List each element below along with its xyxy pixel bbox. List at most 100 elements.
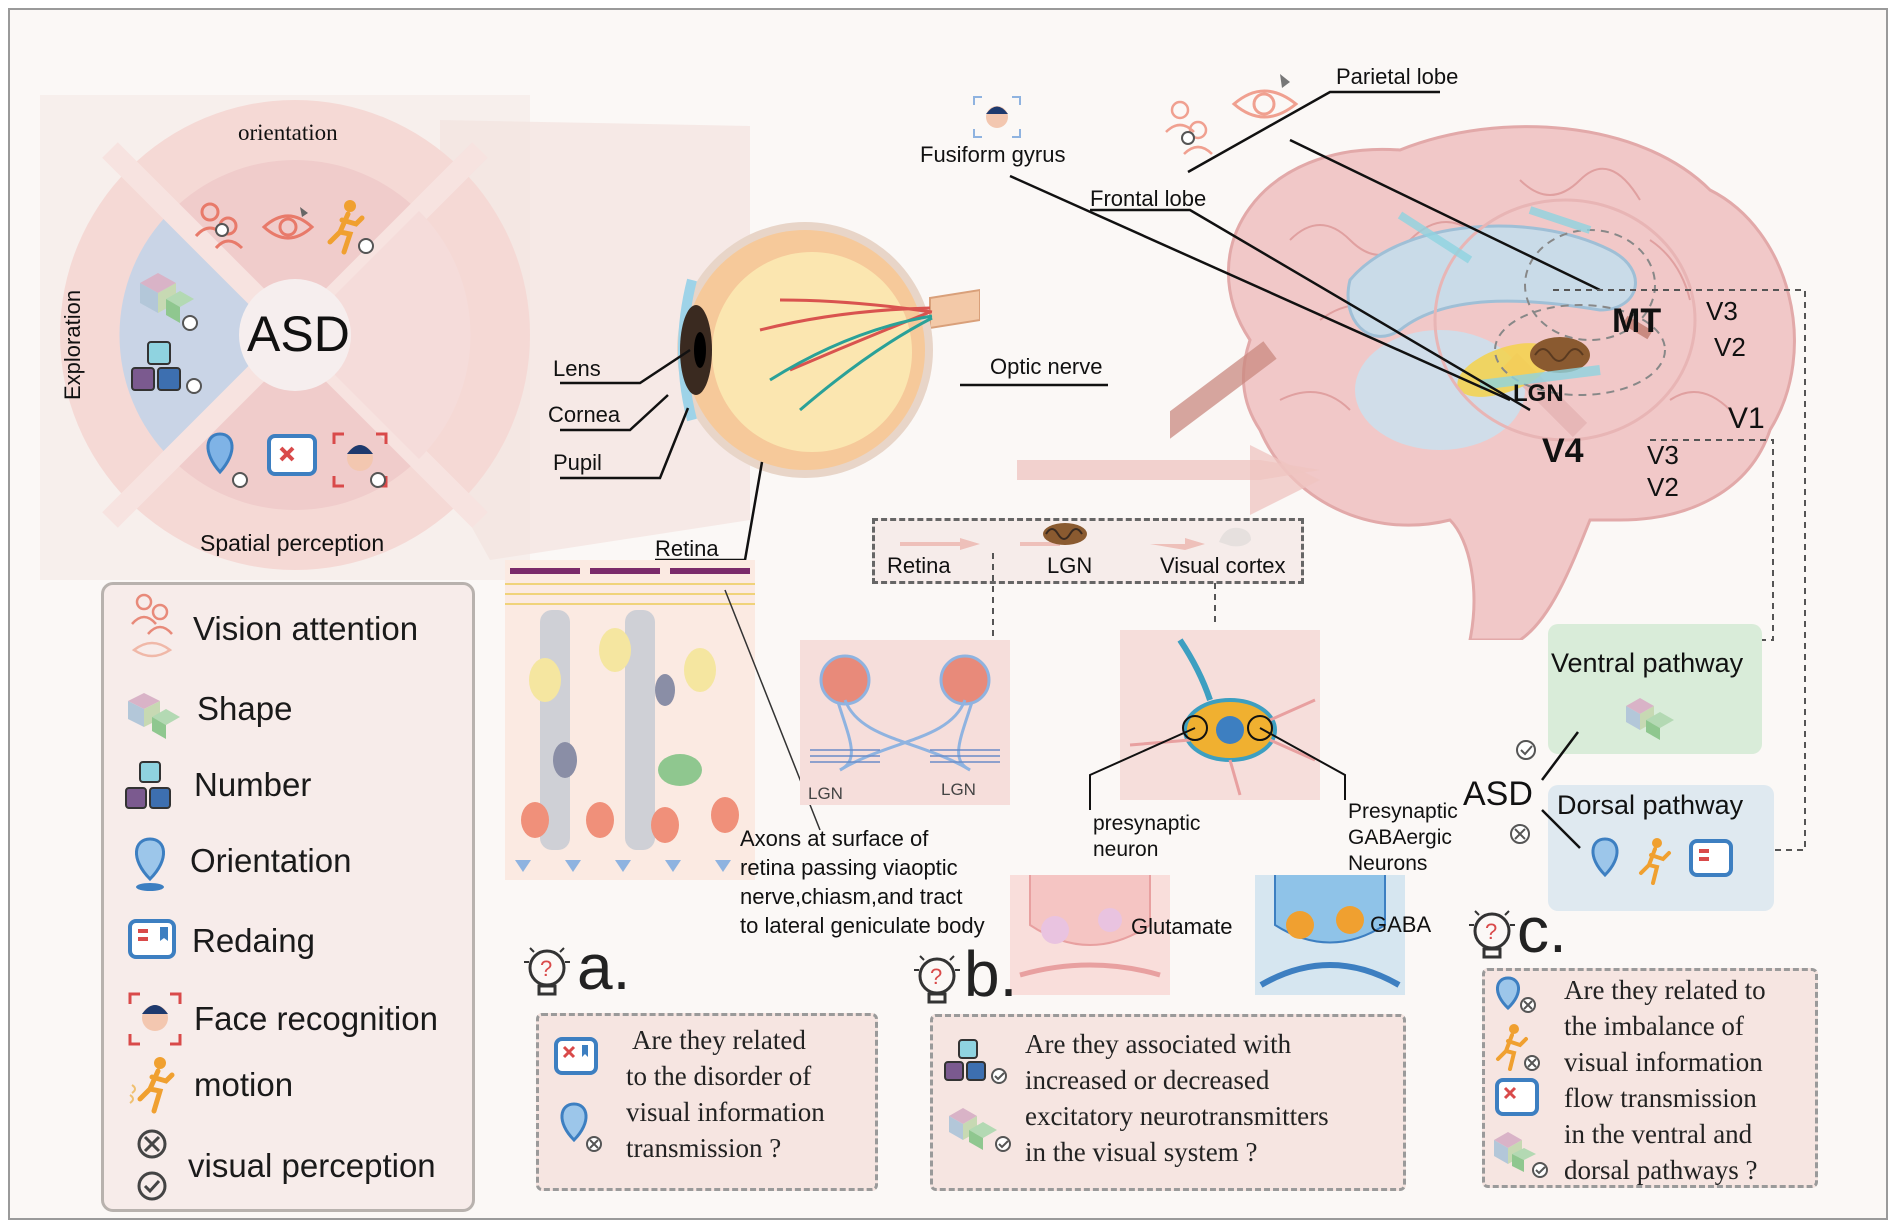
v2-top-label: V2 <box>1714 332 1746 362</box>
wheel-center-label: ASD <box>247 306 350 362</box>
question-b-shape-icon <box>949 1108 1011 1152</box>
number-blocks-icon <box>131 341 202 394</box>
question-a-location-icon <box>560 1102 602 1152</box>
eyeball-illustration <box>677 222 980 478</box>
chiasm-lgn-right-label: LGN <box>941 780 976 799</box>
svg-text:?: ? <box>1485 919 1497 944</box>
question-c-line-1: Are they related to <box>1564 975 1766 1005</box>
v1-label: V1 <box>1728 402 1765 435</box>
pathway-asd-label: ASD <box>1463 775 1533 813</box>
question-c-location-icon <box>1496 976 1536 1013</box>
legend-label-vision-attention: Vision attention <box>193 610 419 647</box>
svg-text:?: ? <box>930 964 942 989</box>
mt-label: MT <box>1612 302 1662 340</box>
vision-attention-icon <box>194 202 244 250</box>
ventral-shape-icon <box>1626 698 1674 740</box>
axons-caption-line-2: retina passing viaoptic <box>740 855 958 880</box>
question-a-line-4: transmission ? <box>626 1133 782 1163</box>
legend-orientation-icon <box>135 837 165 891</box>
legend-number-icon <box>125 761 171 809</box>
question-a-line-2: to the disorder of <box>626 1061 812 1091</box>
face-scan-icon <box>332 432 388 488</box>
question-a-reading-icon <box>554 1037 598 1075</box>
fusiform-gyrus-label: Fusiform gyrus <box>920 142 1066 167</box>
legend-label-reading: Redaing <box>192 922 315 959</box>
wheel-top-label: orientation <box>238 120 338 145</box>
frontal-lobe-label: Frontal lobe <box>1090 186 1207 211</box>
legend-face-icon <box>128 992 182 1046</box>
legend-label-shape: Shape <box>197 690 293 727</box>
gabaergic-label-3: Neurons <box>1348 852 1428 875</box>
question-b-line-3: excitatory neurotransmitters <box>1025 1101 1329 1131</box>
legend-panel <box>101 582 475 1212</box>
legend-motion-icon <box>129 1057 175 1114</box>
presynaptic-neuron-label-2: neuron <box>1093 838 1159 861</box>
pathway-lgn-label: LGN <box>1047 553 1093 578</box>
lgn-nucleus-icon <box>1043 523 1087 545</box>
question-c-line-5: in the ventral and <box>1564 1119 1753 1149</box>
parietal-lobe-label: Parietal lobe <box>1336 64 1459 89</box>
pupil-label: Pupil <box>553 450 602 475</box>
visual-cortex-icon <box>1219 527 1251 547</box>
legend-label-motion: motion <box>194 1066 294 1103</box>
svg-text:?: ? <box>540 956 552 981</box>
legend-shape-icon <box>128 693 180 739</box>
question-c-line-3: visual information <box>1564 1047 1763 1077</box>
dorsal-pathway-icons <box>1591 837 1733 885</box>
question-c-reading-icon <box>1495 1078 1539 1116</box>
chiasm-lgn-left-label: LGN <box>808 784 843 803</box>
glutamate-synapse-illustration <box>1010 875 1170 995</box>
v3-top-label: V3 <box>1706 296 1738 326</box>
question-b-box <box>930 1014 1406 1191</box>
pathway-retina-label: Retina <box>887 553 951 578</box>
legend-label-face-recognition: Face recognition <box>194 1000 438 1037</box>
pathway-arrows <box>900 538 1205 550</box>
optic-nerve-label: Optic nerve <box>990 354 1103 379</box>
parietal-attention-icon <box>1165 100 1213 155</box>
cornea-label: Cornea <box>548 402 621 427</box>
ventral-pathway-label: Ventral pathway <box>1551 648 1744 678</box>
gaba-label: GABA <box>1370 912 1432 937</box>
shape-cubes-icon <box>140 273 198 331</box>
retina-layers-illustration <box>505 560 755 880</box>
question-c-line-2: the imbalance of <box>1564 1011 1744 1041</box>
question-a-letter: a. <box>577 931 631 1003</box>
lens-label: Lens <box>553 356 601 381</box>
question-a-line-1: Are they related <box>632 1025 806 1055</box>
location-pin-icon <box>206 432 248 488</box>
dorsal-pathway-label: Dorsal pathway <box>1557 790 1744 820</box>
v4-label: V4 <box>1542 432 1584 470</box>
glutamate-label: Glutamate <box>1131 914 1233 939</box>
asd-pathway-connectors <box>1510 731 1581 849</box>
question-b-line-2: increased or decreased <box>1025 1065 1270 1095</box>
gabaergic-label-2: GABAergic <box>1348 826 1452 849</box>
legend-label-orientation: Orientation <box>190 842 352 879</box>
reading-book-icon <box>267 434 317 476</box>
legend-label-number: Number <box>194 766 312 803</box>
lightbulb-question-icon-a: ? <box>524 947 570 996</box>
question-c-line-6: dorsal pathways ? <box>1564 1155 1758 1185</box>
legend-label-visual-perception: visual perception <box>188 1147 436 1184</box>
fusiform-face-icon <box>973 96 1021 138</box>
eye-icon <box>261 207 315 240</box>
gaba-synapse-illustration <box>1255 875 1405 995</box>
lightbulb-question-icon-c: ? <box>1469 910 1515 959</box>
v2-bottom-label: V2 <box>1647 472 1679 502</box>
axons-caption-line-1: Axons at surface of <box>740 826 929 851</box>
v3-bottom-label: V3 <box>1647 440 1679 470</box>
retina-label: Retina <box>655 536 719 561</box>
lightbulb-question-icon-b: ? <box>914 955 960 1004</box>
axons-caption-line-3: nerve,chiasm,and tract <box>740 884 963 909</box>
wheel-bottom-label: Spatial perception <box>200 530 385 556</box>
question-b-line-1: Are they associated with <box>1025 1029 1292 1059</box>
question-c-motion-icon <box>1496 1024 1540 1071</box>
question-c-box <box>1482 968 1818 1188</box>
neuron-illustration <box>1120 630 1320 800</box>
question-b-letter: b. <box>964 938 1018 1010</box>
question-c-letter: c. <box>1517 894 1567 966</box>
question-a-line-3: visual information <box>626 1097 825 1127</box>
asd-wheel <box>60 100 530 570</box>
